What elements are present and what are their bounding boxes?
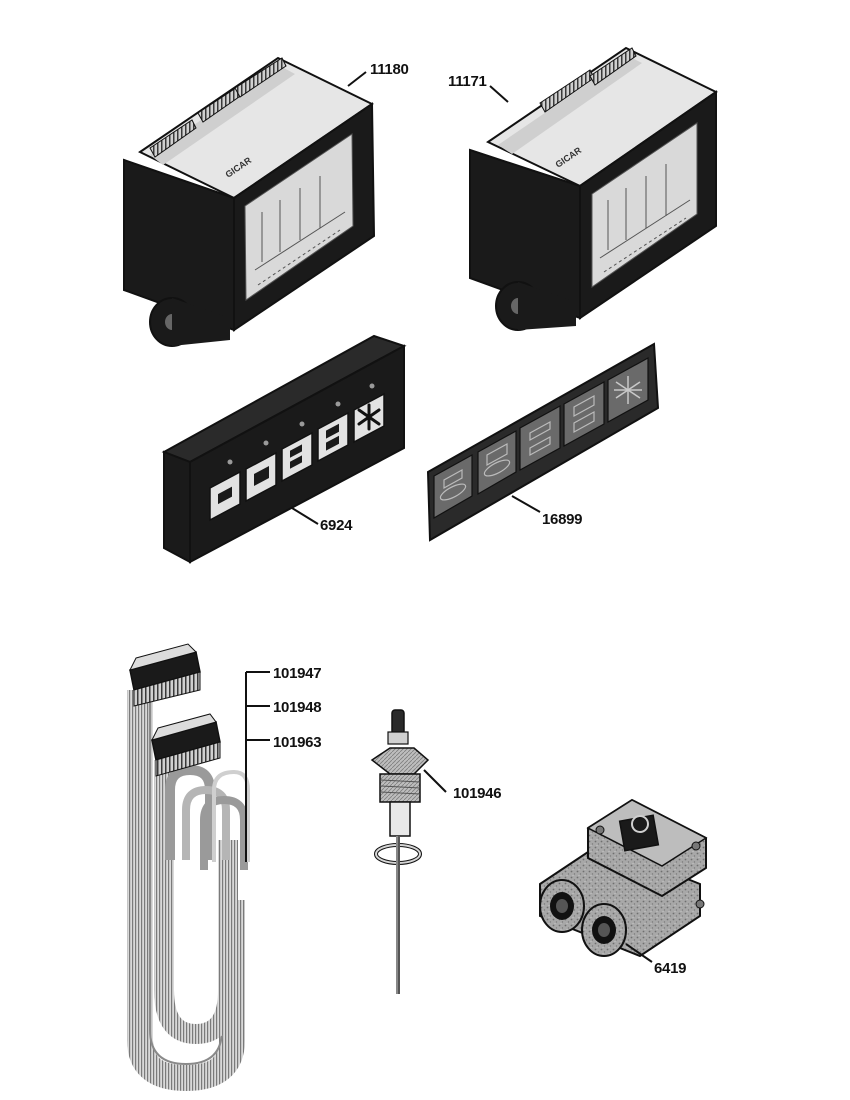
flowmeter-inlet-port <box>539 879 585 933</box>
cup-icon <box>209 470 241 522</box>
ribbon-connector <box>151 713 221 777</box>
overlay-keys <box>433 356 649 520</box>
two-cups-icon <box>519 404 561 472</box>
pin-connector <box>589 47 637 86</box>
probe-hex-nut <box>370 747 430 775</box>
keypad-overlay-16899 <box>426 342 660 542</box>
double-mug-icon <box>317 411 349 463</box>
controller-unit-11171: GICAR <box>469 46 718 331</box>
asterisk-icon <box>353 392 385 444</box>
callout-101963: 101963 <box>273 734 322 751</box>
indicator-leds <box>227 383 375 465</box>
pin-connector <box>234 57 287 98</box>
sensor-socket <box>618 814 660 852</box>
callout-6419: 6419 <box>654 960 687 977</box>
mug-icon <box>245 451 277 503</box>
callout-16899: 16899 <box>542 511 583 528</box>
mounting-screw <box>695 899 705 909</box>
callout-6924: 6924 <box>320 517 353 534</box>
two-mugs-icon <box>563 380 605 448</box>
mounting-screw <box>691 841 701 851</box>
keypad-keys <box>209 392 385 522</box>
leader-line <box>489 85 509 103</box>
callout-101948: 101948 <box>273 699 322 716</box>
flowmeter-outlet-port <box>581 903 627 957</box>
leader-line <box>625 943 653 963</box>
leader-line <box>347 71 367 87</box>
mug-saucer-icon <box>477 429 517 496</box>
callout-101946: 101946 <box>453 785 502 802</box>
leader-line <box>423 769 447 793</box>
keypad-6924 <box>161 334 407 564</box>
controller-unit-11180: GICAR <box>123 56 376 347</box>
pin-connector <box>149 119 197 158</box>
leader-line <box>511 495 541 513</box>
probe-terminal <box>391 709 405 735</box>
leader-line <box>291 507 319 525</box>
probe-insulator <box>389 801 411 837</box>
mounting-screw <box>595 825 605 835</box>
ribbon-cable <box>154 760 238 1045</box>
ribbon-cable <box>127 690 245 1092</box>
cup-saucer-icon <box>433 453 473 520</box>
wiring-harness-assembly <box>127 643 250 1092</box>
flowmeter-6419 <box>539 798 708 958</box>
level-probe-101946 <box>370 709 430 994</box>
harness-bracket-leaders <box>245 671 270 862</box>
ribbon-connector <box>129 643 201 707</box>
callout-11171: 11171 <box>448 73 487 90</box>
double-cup-icon <box>281 431 313 483</box>
callout-11180: 11180 <box>370 61 409 78</box>
callout-101947: 101947 <box>273 665 322 682</box>
asterisk-icon <box>607 356 649 424</box>
